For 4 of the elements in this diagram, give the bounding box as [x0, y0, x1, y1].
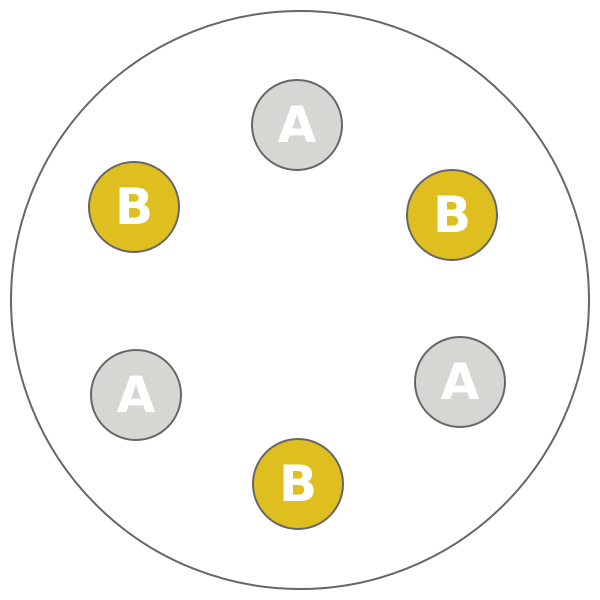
circle-boundary [10, 10, 590, 590]
node-label: B [278, 459, 318, 509]
node-label: B [432, 190, 472, 240]
node-label: B [114, 182, 154, 232]
